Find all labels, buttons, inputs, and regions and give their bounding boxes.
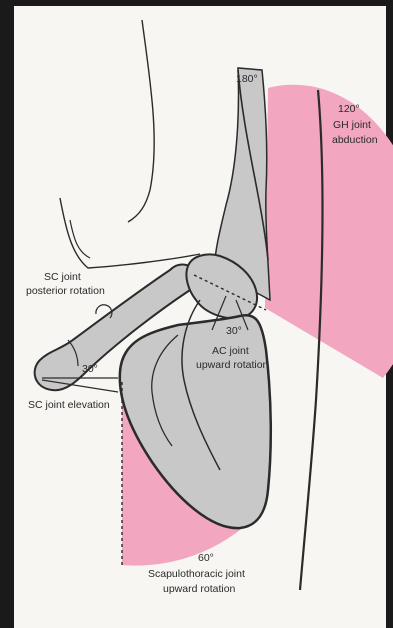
gh-angle-label: 180° (236, 73, 258, 85)
gh-range-label: 120° (338, 103, 360, 115)
neck-curve (60, 198, 200, 268)
sc-rotation-line1: SC joint (44, 271, 81, 283)
ac-name-line1: AC joint (212, 345, 249, 357)
st-angle-label: 60° (198, 552, 214, 564)
st-name-line2: upward rotation (163, 583, 236, 595)
ac-angle-label: 30° (226, 325, 242, 337)
gh-name-line2: abduction (332, 134, 378, 146)
trunk-contour (128, 20, 154, 222)
st-name-line1: Scapulothoracic joint (148, 568, 245, 580)
sc-elevation-label: SC joint elevation (28, 399, 110, 411)
sc-rotation-line2: posterior rotation (26, 285, 105, 297)
neck-curve-inner (70, 220, 90, 258)
gh-abduction-sector (265, 85, 393, 378)
ac-name-line2: upward rotation (196, 359, 269, 371)
gh-name-line1: GH joint (333, 119, 371, 131)
sc-elevation-angle: 30° (82, 363, 98, 375)
